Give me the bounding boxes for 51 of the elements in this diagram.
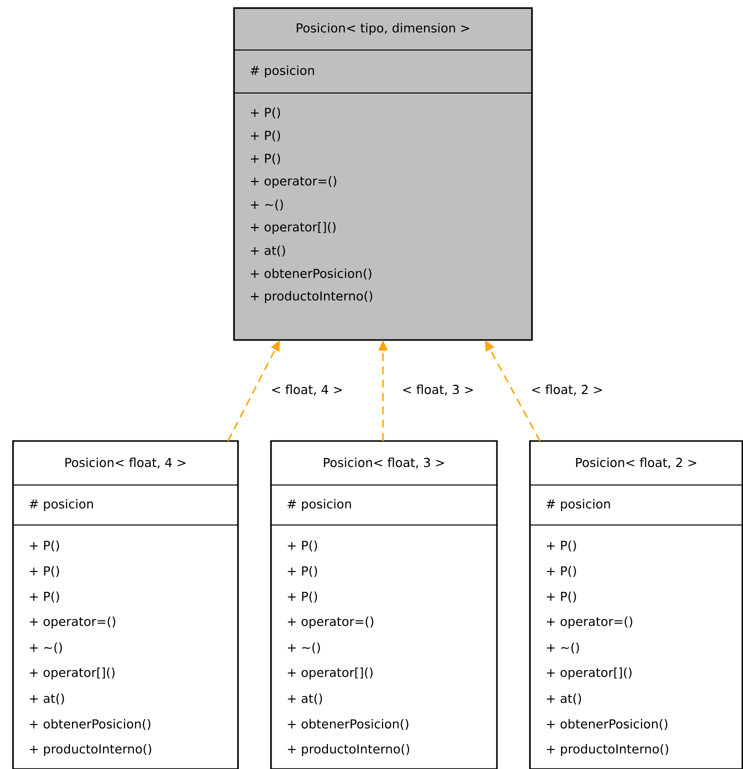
method: + operator[]() bbox=[30, 668, 115, 680]
method: + P() bbox=[250, 130, 280, 142]
method: + P() bbox=[250, 108, 280, 119]
class-box bbox=[529, 440, 743, 769]
method: + operator[]() bbox=[250, 222, 336, 234]
attribute: # posicion bbox=[288, 499, 351, 511]
method: + P() bbox=[546, 591, 576, 603]
method: + productoInterno() bbox=[546, 744, 668, 756]
class-name: Posicion< tipo, dimension > bbox=[296, 23, 470, 35]
method: + operator=() bbox=[250, 176, 336, 188]
method: + at() bbox=[250, 246, 285, 257]
method: + P() bbox=[546, 540, 576, 552]
class-box bbox=[12, 440, 239, 769]
method: + productoInterno() bbox=[288, 744, 410, 756]
method: + at() bbox=[546, 693, 581, 705]
method: + productoInterno() bbox=[30, 744, 152, 756]
method: + P() bbox=[546, 566, 576, 578]
class-box bbox=[233, 7, 533, 341]
method: + productoInterno() bbox=[250, 291, 372, 303]
attribute: # posicion bbox=[546, 499, 610, 511]
method: + P() bbox=[288, 591, 317, 603]
method: + ~() bbox=[288, 642, 320, 654]
method: + operator[]() bbox=[546, 668, 632, 680]
method: + obtenerPosicion() bbox=[250, 268, 372, 280]
attribute: # posicion bbox=[250, 66, 314, 78]
method: + at() bbox=[288, 693, 322, 705]
method: + P() bbox=[250, 154, 280, 165]
method: + P() bbox=[30, 591, 59, 603]
method: + operator=() bbox=[546, 616, 632, 628]
method: + ~() bbox=[546, 642, 579, 654]
method: + P() bbox=[30, 540, 59, 552]
method: + obtenerPosicion() bbox=[546, 718, 668, 730]
class-box bbox=[270, 440, 498, 769]
method: + P() bbox=[288, 540, 317, 552]
class-name: Posicion< float, 4 > bbox=[65, 458, 186, 468]
method: + ~() bbox=[30, 642, 62, 654]
edge-label: < float, 4 > bbox=[270, 383, 344, 397]
method: + at() bbox=[30, 693, 64, 705]
method: + obtenerPosicion() bbox=[288, 718, 408, 730]
class-name: Posicion< float, 2 > bbox=[576, 458, 696, 468]
method: + obtenerPosicion() bbox=[30, 718, 150, 730]
attribute: # posicion bbox=[30, 499, 93, 511]
edge-label: < float, 3 > bbox=[400, 383, 476, 397]
method: + operator=() bbox=[288, 616, 374, 628]
edge-label: < float, 2 > bbox=[530, 383, 604, 397]
method: + operator=() bbox=[30, 616, 116, 628]
class-name: Posicion< float, 3 > bbox=[324, 458, 444, 468]
method: + ~() bbox=[250, 200, 283, 211]
method: + P() bbox=[30, 566, 59, 578]
method: + P() bbox=[288, 566, 317, 578]
method: + operator[]() bbox=[288, 668, 373, 680]
